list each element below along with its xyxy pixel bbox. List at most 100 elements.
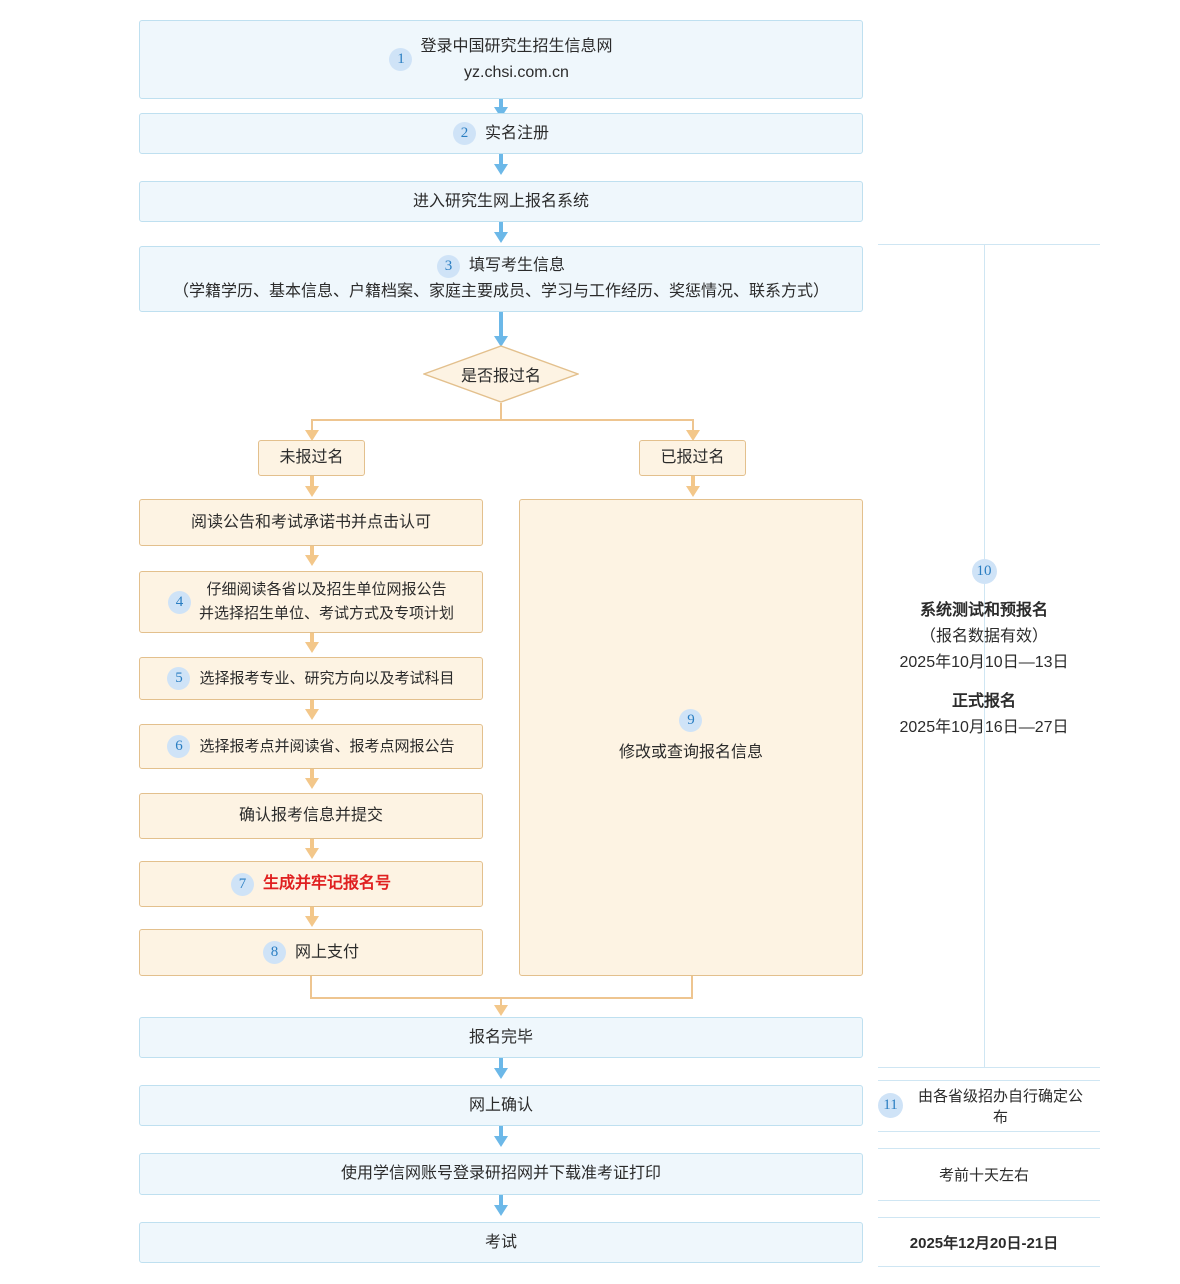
connector-b3-b4-stem: [310, 700, 314, 712]
timeline-item-10: 10 系统测试和预报名 （报名数据有效） 2025年10月10日—13日 正式报…: [878, 555, 1090, 745]
timeline-top-rule: [878, 244, 1100, 245]
step-4-heading: 3 填写考生信息: [436, 253, 565, 279]
timeline-rule-b: [878, 1080, 1100, 1081]
step-number-badge-11: 11: [878, 1093, 903, 1118]
connector-4-decision-arrow: [494, 336, 508, 347]
confirm-submit-box[interactable]: 确认报考信息并提交: [139, 793, 483, 839]
connector-2-3-stem: [499, 154, 503, 167]
exam-box[interactable]: 考试: [139, 1222, 863, 1263]
step-number-badge-9: 9: [679, 709, 703, 733]
connector-b4-b5-arrow: [305, 778, 319, 789]
connector-confirm-ticket-arrow: [494, 1136, 508, 1147]
step-number-badge-4: 4: [167, 590, 191, 614]
step-1-box[interactable]: 1 登录中国研究生招生信息网 yz.chsi.com.cn: [139, 20, 863, 99]
connector-b4-b5-stem: [310, 769, 314, 781]
step-1-line-1: 登录中国研究生招生信息网: [420, 37, 613, 55]
step-1-content: 1 登录中国研究生招生信息网 yz.chsi.com.cn: [389, 34, 613, 85]
timeline-rule-a: [878, 1067, 1100, 1068]
read-announcement-box[interactable]: 阅读公告和考试承诺书并点击认可: [139, 499, 483, 546]
step-number-badge-8: 8: [262, 941, 286, 964]
step-3-label: 进入研究生网上报名系统: [412, 192, 589, 210]
decision-drop: [500, 403, 502, 420]
branch-registered-label: 已报过名: [660, 449, 725, 467]
online-confirmation-box[interactable]: 网上确认: [139, 1085, 863, 1126]
step-7-label: 生成并牢记报名号: [262, 875, 391, 893]
branch-registered-box[interactable]: 已报过名: [639, 440, 746, 476]
connector-b2-b3-stem: [310, 633, 314, 645]
connector-confirm-ticket-stem: [499, 1126, 503, 1139]
timeline-12-label: 考前十天左右: [938, 1166, 1029, 1184]
step-number-badge-1: 1: [389, 48, 413, 71]
connector-b6-b7-stem: [310, 907, 314, 919]
admission-ticket-label: 使用学信网账号登录研招网并下载准考证打印: [340, 1165, 661, 1183]
connector-done-confirm-stem: [499, 1058, 503, 1071]
step-2-box[interactable]: 2 实名注册: [139, 113, 863, 154]
step-2-label: 实名注册: [484, 124, 549, 142]
diamond-shape: [423, 345, 579, 403]
connector-3-4-arrow: [494, 232, 508, 243]
registration-complete-label: 报名完毕: [468, 1028, 533, 1046]
decision-label: 是否报过名: [460, 368, 541, 385]
step-3-box[interactable]: 进入研究生网上报名系统: [139, 181, 863, 222]
step-6-label: 选择报考点并阅读省、报考点网报公告: [199, 737, 455, 755]
step-1-line-2: yz.chsi.com.cn: [464, 63, 569, 81]
branch-not-registered-label: 未报过名: [279, 449, 344, 467]
step-6-exam-site-box[interactable]: 6 选择报考点并阅读省、报考点网报公告: [139, 724, 483, 769]
step-number-badge-10: 10: [971, 558, 997, 584]
timeline-rule-e: [878, 1200, 1100, 1201]
step-8-online-payment-box[interactable]: 8 网上支付: [139, 929, 483, 976]
step-5-major-box[interactable]: 5 选择报考专业、研究方向以及考试科目: [139, 657, 483, 700]
step-9-modify-query-box[interactable]: 9 修改或查询报名信息: [519, 499, 863, 976]
step-2-content: 2 实名注册: [452, 121, 549, 147]
decision-left-arrow: [305, 430, 319, 441]
step-4-box[interactable]: 3 填写考生信息 （学籍学历、基本信息、户籍档案、家庭主要成员、学习与工作经历、…: [139, 246, 863, 312]
merge-right-drop: [691, 976, 693, 999]
timeline-13-label: 2025年12月20日-21日: [909, 1235, 1059, 1252]
step-1-text: 登录中国研究生招生信息网 yz.chsi.com.cn: [420, 34, 612, 85]
step-4-line-1: 填写考生信息: [468, 257, 565, 275]
connector-b5-b6-arrow: [305, 848, 319, 859]
connector-2-3-arrow: [494, 164, 508, 175]
decision-right-arrow: [686, 430, 700, 441]
timeline-11-label: 由各省级招办自行确定公布: [917, 1087, 1083, 1126]
decision-diamond[interactable]: 是否报过名: [423, 345, 579, 403]
timeline-10-date-2: 2025年10月16日—27日: [899, 719, 1069, 737]
connector-right-branch-arrow: [686, 486, 700, 497]
step-4-select-unit-content: 4 仔细阅读各省以及招生单位网报公告 并选择招生单位、考试方式及专项计划: [167, 578, 454, 626]
merge-arrow: [494, 1005, 508, 1016]
connector-1-2-stem: [499, 99, 503, 110]
timeline-10-subtitle: （报名数据有效）: [919, 627, 1048, 645]
step-4-select-unit-text: 仔细阅读各省以及招生单位网报公告 并选择招生单位、考试方式及专项计划: [199, 578, 454, 626]
registration-complete-box[interactable]: 报名完毕: [139, 1017, 863, 1058]
connector-b2-b3-arrow: [305, 642, 319, 653]
step-number-badge-3: 3: [436, 254, 460, 278]
connector-left-branch-arrow: [305, 486, 319, 497]
step-4-select-unit-box[interactable]: 4 仔细阅读各省以及招生单位网报公告 并选择招生单位、考试方式及专项计划: [139, 571, 483, 633]
connector-b3-b4-arrow: [305, 709, 319, 720]
connector-ticket-exam-stem: [499, 1195, 503, 1208]
confirm-submit-label: 确认报考信息并提交: [238, 807, 383, 825]
step-4-content: 3 填写考生信息 （学籍学历、基本信息、户籍档案、家庭主要成员、学习与工作经历、…: [173, 253, 829, 304]
step-6-content: 6 选择报考点并阅读省、报考点网报公告: [167, 735, 455, 759]
online-confirmation-label: 网上确认: [468, 1096, 533, 1114]
admission-ticket-box[interactable]: 使用学信网账号登录研招网并下载准考证打印: [139, 1153, 863, 1195]
exam-label: 考试: [484, 1233, 517, 1251]
step-8-label: 网上支付: [294, 943, 359, 961]
connector-left-branch-stem: [310, 476, 314, 489]
timeline-axis-line: [984, 244, 985, 1067]
step-number-badge-7: 7: [230, 872, 254, 896]
step-9-content: 9 修改或查询报名信息: [619, 709, 763, 766]
merge-left-drop: [310, 976, 312, 999]
connector-3-4-stem: [499, 222, 503, 235]
step-8-content: 8 网上支付: [262, 940, 359, 966]
timeline-10-date: 2025年10月10日—13日: [899, 653, 1069, 671]
connector-1-2-arrow: [494, 107, 508, 118]
step-4-line-2: （学籍学历、基本信息、户籍档案、家庭主要成员、学习与工作经历、奖惩情况、联系方式…: [172, 283, 829, 300]
step-7-registration-number-box[interactable]: 7 生成并牢记报名号: [139, 861, 483, 907]
step-7-content: 7 生成并牢记报名号: [230, 871, 391, 897]
branch-not-registered-box[interactable]: 未报过名: [258, 440, 365, 476]
decision-left-drop: [311, 419, 313, 432]
timeline-rule-f: [878, 1217, 1100, 1218]
timeline-item-12: 考前十天左右: [878, 1153, 1090, 1195]
connector-b6-b7-arrow: [305, 916, 319, 927]
